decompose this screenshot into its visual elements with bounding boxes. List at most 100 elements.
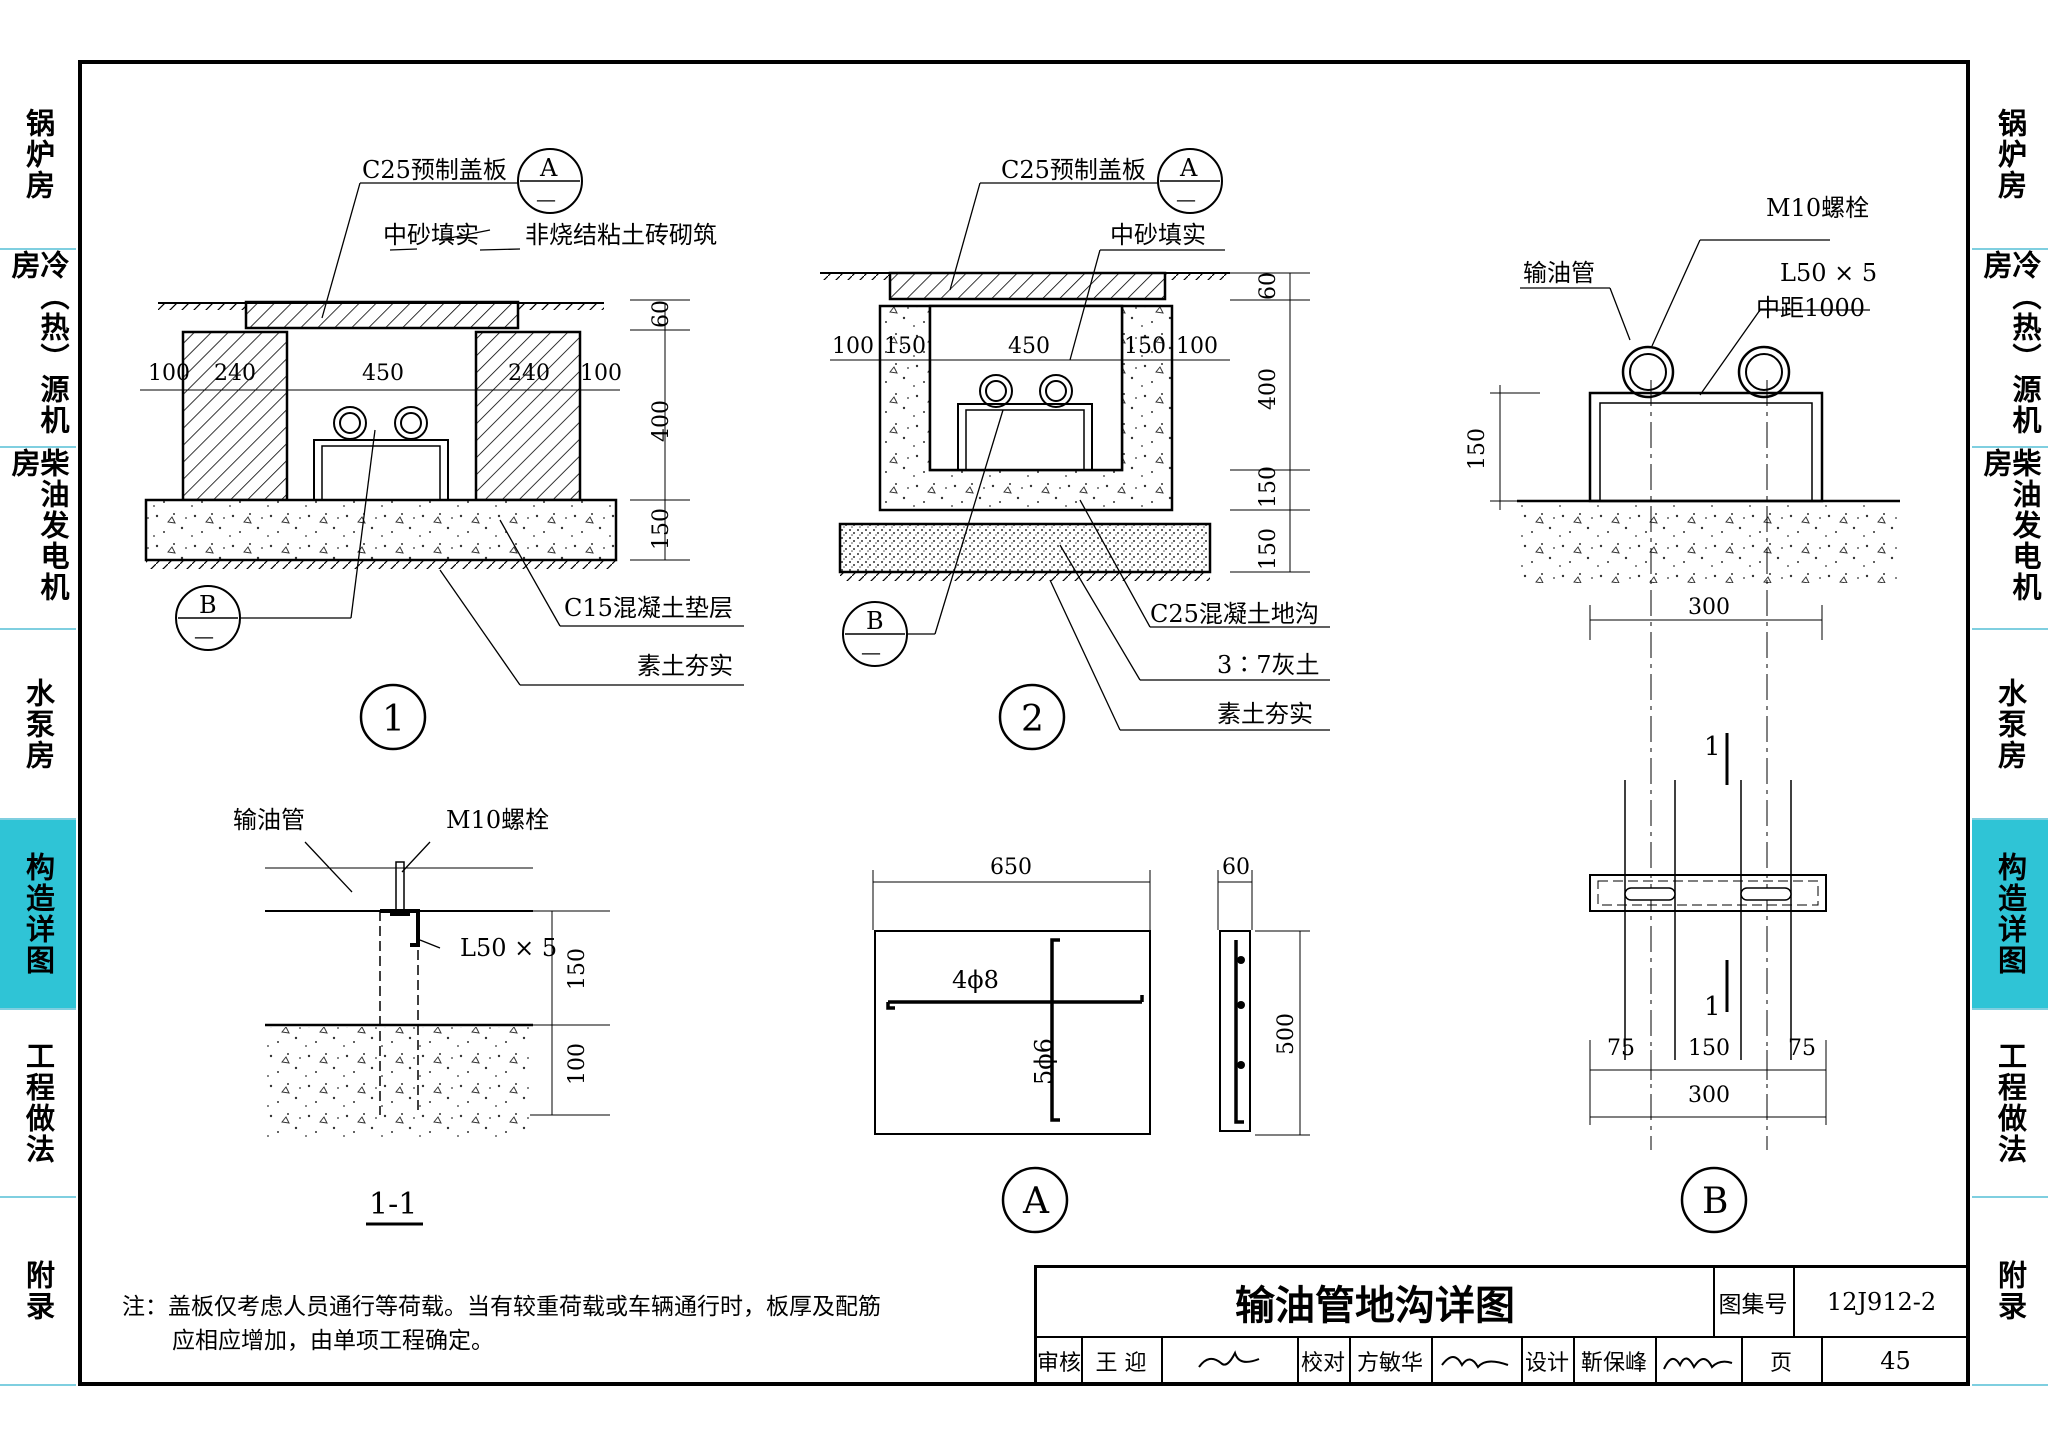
detail-a-cover-slab bbox=[872, 870, 1310, 1234]
da-dim-650: 650 bbox=[990, 855, 1032, 880]
ref-b-letter: B bbox=[199, 591, 217, 619]
db-dim-300-plan: 300 bbox=[1688, 1083, 1730, 1108]
d2-dim-60: 60 bbox=[1256, 272, 1281, 300]
detail-a-labels: 650 60 500 4ϕ8 5ϕ6 A bbox=[952, 855, 1299, 1222]
check-label: 校对 bbox=[1297, 1336, 1351, 1386]
right-tab-6[interactable]: 附录 bbox=[1972, 1198, 2048, 1386]
right-tab-5[interactable]: 工程做法 bbox=[1972, 1010, 2048, 1198]
note-line-2: 应相应增加，由单项工程确定。 bbox=[172, 1328, 494, 1354]
d1-brick-label: 非烧结粘土砖砌筑 bbox=[525, 221, 717, 249]
d1-cushion-label: C15混凝土垫层 bbox=[564, 594, 733, 622]
d1-dim-400: 400 bbox=[649, 400, 674, 442]
review-label: 审核 bbox=[1037, 1336, 1083, 1386]
right-tab-2[interactable]: 柴油发电机房 bbox=[1972, 448, 2048, 630]
ref-a-bubble-d2: A — bbox=[1157, 148, 1223, 214]
db-dim-300-top: 300 bbox=[1688, 595, 1730, 620]
da-dim-60: 60 bbox=[1222, 855, 1250, 880]
right-tab-label: 工程做法 bbox=[1993, 1041, 2028, 1165]
page-label: 页 bbox=[1741, 1336, 1823, 1386]
right-tab-label: 锅炉房 bbox=[1993, 107, 2028, 201]
left-tab-1[interactable]: 冷（热）源机房 bbox=[0, 250, 76, 448]
s11-pipe-label: 输油管 bbox=[233, 806, 305, 834]
detail-1-labels: C25预制盖板 中砂填实 非烧结粘土砖砌筑 100 240 450 240 10… bbox=[148, 156, 733, 740]
right-tab-1[interactable]: 冷（热）源机房 bbox=[1972, 250, 2048, 448]
section-1-1 bbox=[265, 841, 610, 1226]
left-tab-6[interactable]: 附录 bbox=[0, 1198, 76, 1386]
note-line-1: 注：盖板仅考虑人员通行等荷载。当有较重荷载或车辆通行时，板厚及配筋 bbox=[122, 1294, 881, 1320]
ref-b-bubble-d1: B — bbox=[175, 585, 241, 651]
right-tab-label: 构造详图 bbox=[1993, 852, 2028, 976]
drawing-frame bbox=[78, 60, 1970, 1386]
right-tab-label: 冷（热）源机房 bbox=[1979, 250, 2042, 436]
da-rebar-long: 4ϕ8 bbox=[952, 966, 999, 994]
left-tab-label: 附录 bbox=[21, 1260, 56, 1322]
s11-angle-label: L50 × 5 bbox=[460, 934, 557, 962]
ref-b-bubble-d2: B — bbox=[842, 601, 908, 667]
ref-a-sub-2: — bbox=[1176, 187, 1196, 211]
left-tab-label: 柴油发电机房 bbox=[7, 448, 70, 603]
d1-cover-label: C25预制盖板 bbox=[362, 156, 507, 184]
designer-signature bbox=[1655, 1336, 1743, 1386]
ref-b-sub-2: — bbox=[861, 640, 881, 664]
section-1-1-labels: 输油管 M10螺栓 L50 × 5 150 100 1-1 bbox=[233, 806, 590, 1222]
d2-cover-label: C25预制盖板 bbox=[1001, 156, 1146, 184]
s11-tag: 1-1 bbox=[369, 1187, 417, 1222]
ref-a-letter-2: A bbox=[1179, 154, 1198, 182]
s11-dim-150: 150 bbox=[565, 948, 590, 990]
s11-bolt-label: M10螺栓 bbox=[446, 806, 549, 834]
ref-b-sub: — bbox=[194, 624, 214, 648]
left-tab-2[interactable]: 柴油发电机房 bbox=[0, 448, 76, 630]
db-dim-150: 150 bbox=[1465, 428, 1490, 470]
left-tab-3[interactable]: 水泵房 bbox=[0, 630, 76, 820]
db-dim-75-right: 75 bbox=[1788, 1036, 1816, 1061]
d2-soil-label: 素土夯实 bbox=[1217, 700, 1313, 728]
d2-tag: 2 bbox=[1021, 699, 1044, 740]
right-tab-3[interactable]: 水泵房 bbox=[1972, 630, 2048, 820]
left-tab-4[interactable]: 构造详图 bbox=[0, 820, 76, 1010]
d2-dim-450: 450 bbox=[1008, 334, 1050, 359]
left-tab-label: 冷（热）源机房 bbox=[7, 250, 70, 436]
d1-dim-60: 60 bbox=[649, 300, 674, 328]
d1-sand-label: 中砂填实 bbox=[383, 221, 479, 249]
d2-sand-label: 中砂填实 bbox=[1110, 221, 1206, 249]
db-dim-75-left: 75 bbox=[1607, 1036, 1635, 1061]
left-tab-label: 工程做法 bbox=[21, 1041, 56, 1165]
atlas-label: 图集号 bbox=[1713, 1268, 1795, 1338]
left-tab-0[interactable]: 锅炉房 bbox=[0, 60, 76, 250]
db-tag: B bbox=[1702, 1181, 1728, 1222]
da-dim-500: 500 bbox=[1274, 1013, 1299, 1055]
design-label: 设计 bbox=[1521, 1336, 1575, 1386]
page-number: 45 bbox=[1880, 1347, 1911, 1375]
atlas-number: 12J912-2 bbox=[1793, 1268, 1970, 1338]
right-tab-0[interactable]: 锅炉房 bbox=[1972, 60, 2048, 250]
d2-lime-label: 3∶7灰土 bbox=[1217, 651, 1320, 679]
d2-dim-150-right: 150 bbox=[1124, 334, 1166, 359]
d2-dim-150b: 150 bbox=[1256, 528, 1281, 570]
right-tab-label: 水泵房 bbox=[1993, 677, 2028, 771]
da-rebar-trans: 5ϕ6 bbox=[1030, 1038, 1058, 1085]
d1-dim-450: 450 bbox=[362, 361, 404, 386]
d2-dim-150a: 150 bbox=[1256, 466, 1281, 508]
ref-a-letter: A bbox=[539, 154, 558, 182]
d1-dim-240-right: 240 bbox=[508, 361, 550, 386]
d2-dim-100-right: 100 bbox=[1176, 334, 1218, 359]
left-tab-5[interactable]: 工程做法 bbox=[0, 1010, 76, 1198]
d2-dim-100-left: 100 bbox=[832, 334, 874, 359]
drawing-title: 输油管地沟详图 bbox=[1037, 1268, 1715, 1338]
checker-name: 方敏华 bbox=[1349, 1336, 1433, 1386]
db-pipe-label: 输油管 bbox=[1523, 259, 1595, 287]
right-tab-label: 柴油发电机房 bbox=[1979, 448, 2042, 603]
ref-a-sub: — bbox=[536, 187, 556, 211]
ref-a-bubble-d1: A — bbox=[517, 148, 583, 214]
designer-name: 靳保峰 bbox=[1573, 1336, 1657, 1386]
d2-dim-400: 400 bbox=[1256, 368, 1281, 410]
checker-signature bbox=[1431, 1336, 1523, 1386]
d1-soil-label: 素土夯实 bbox=[637, 652, 733, 680]
ref-b-letter-2: B bbox=[866, 607, 884, 635]
left-tab-label: 构造详图 bbox=[21, 852, 56, 976]
detail-1-brick-trench bbox=[140, 182, 744, 751]
detail-2-labels: C25预制盖板 中砂填实 100 150 450 150 100 60 400 … bbox=[832, 156, 1320, 740]
right-tab-4[interactable]: 构造详图 bbox=[1972, 820, 2048, 1010]
d1-dim-100-right: 100 bbox=[580, 361, 622, 386]
